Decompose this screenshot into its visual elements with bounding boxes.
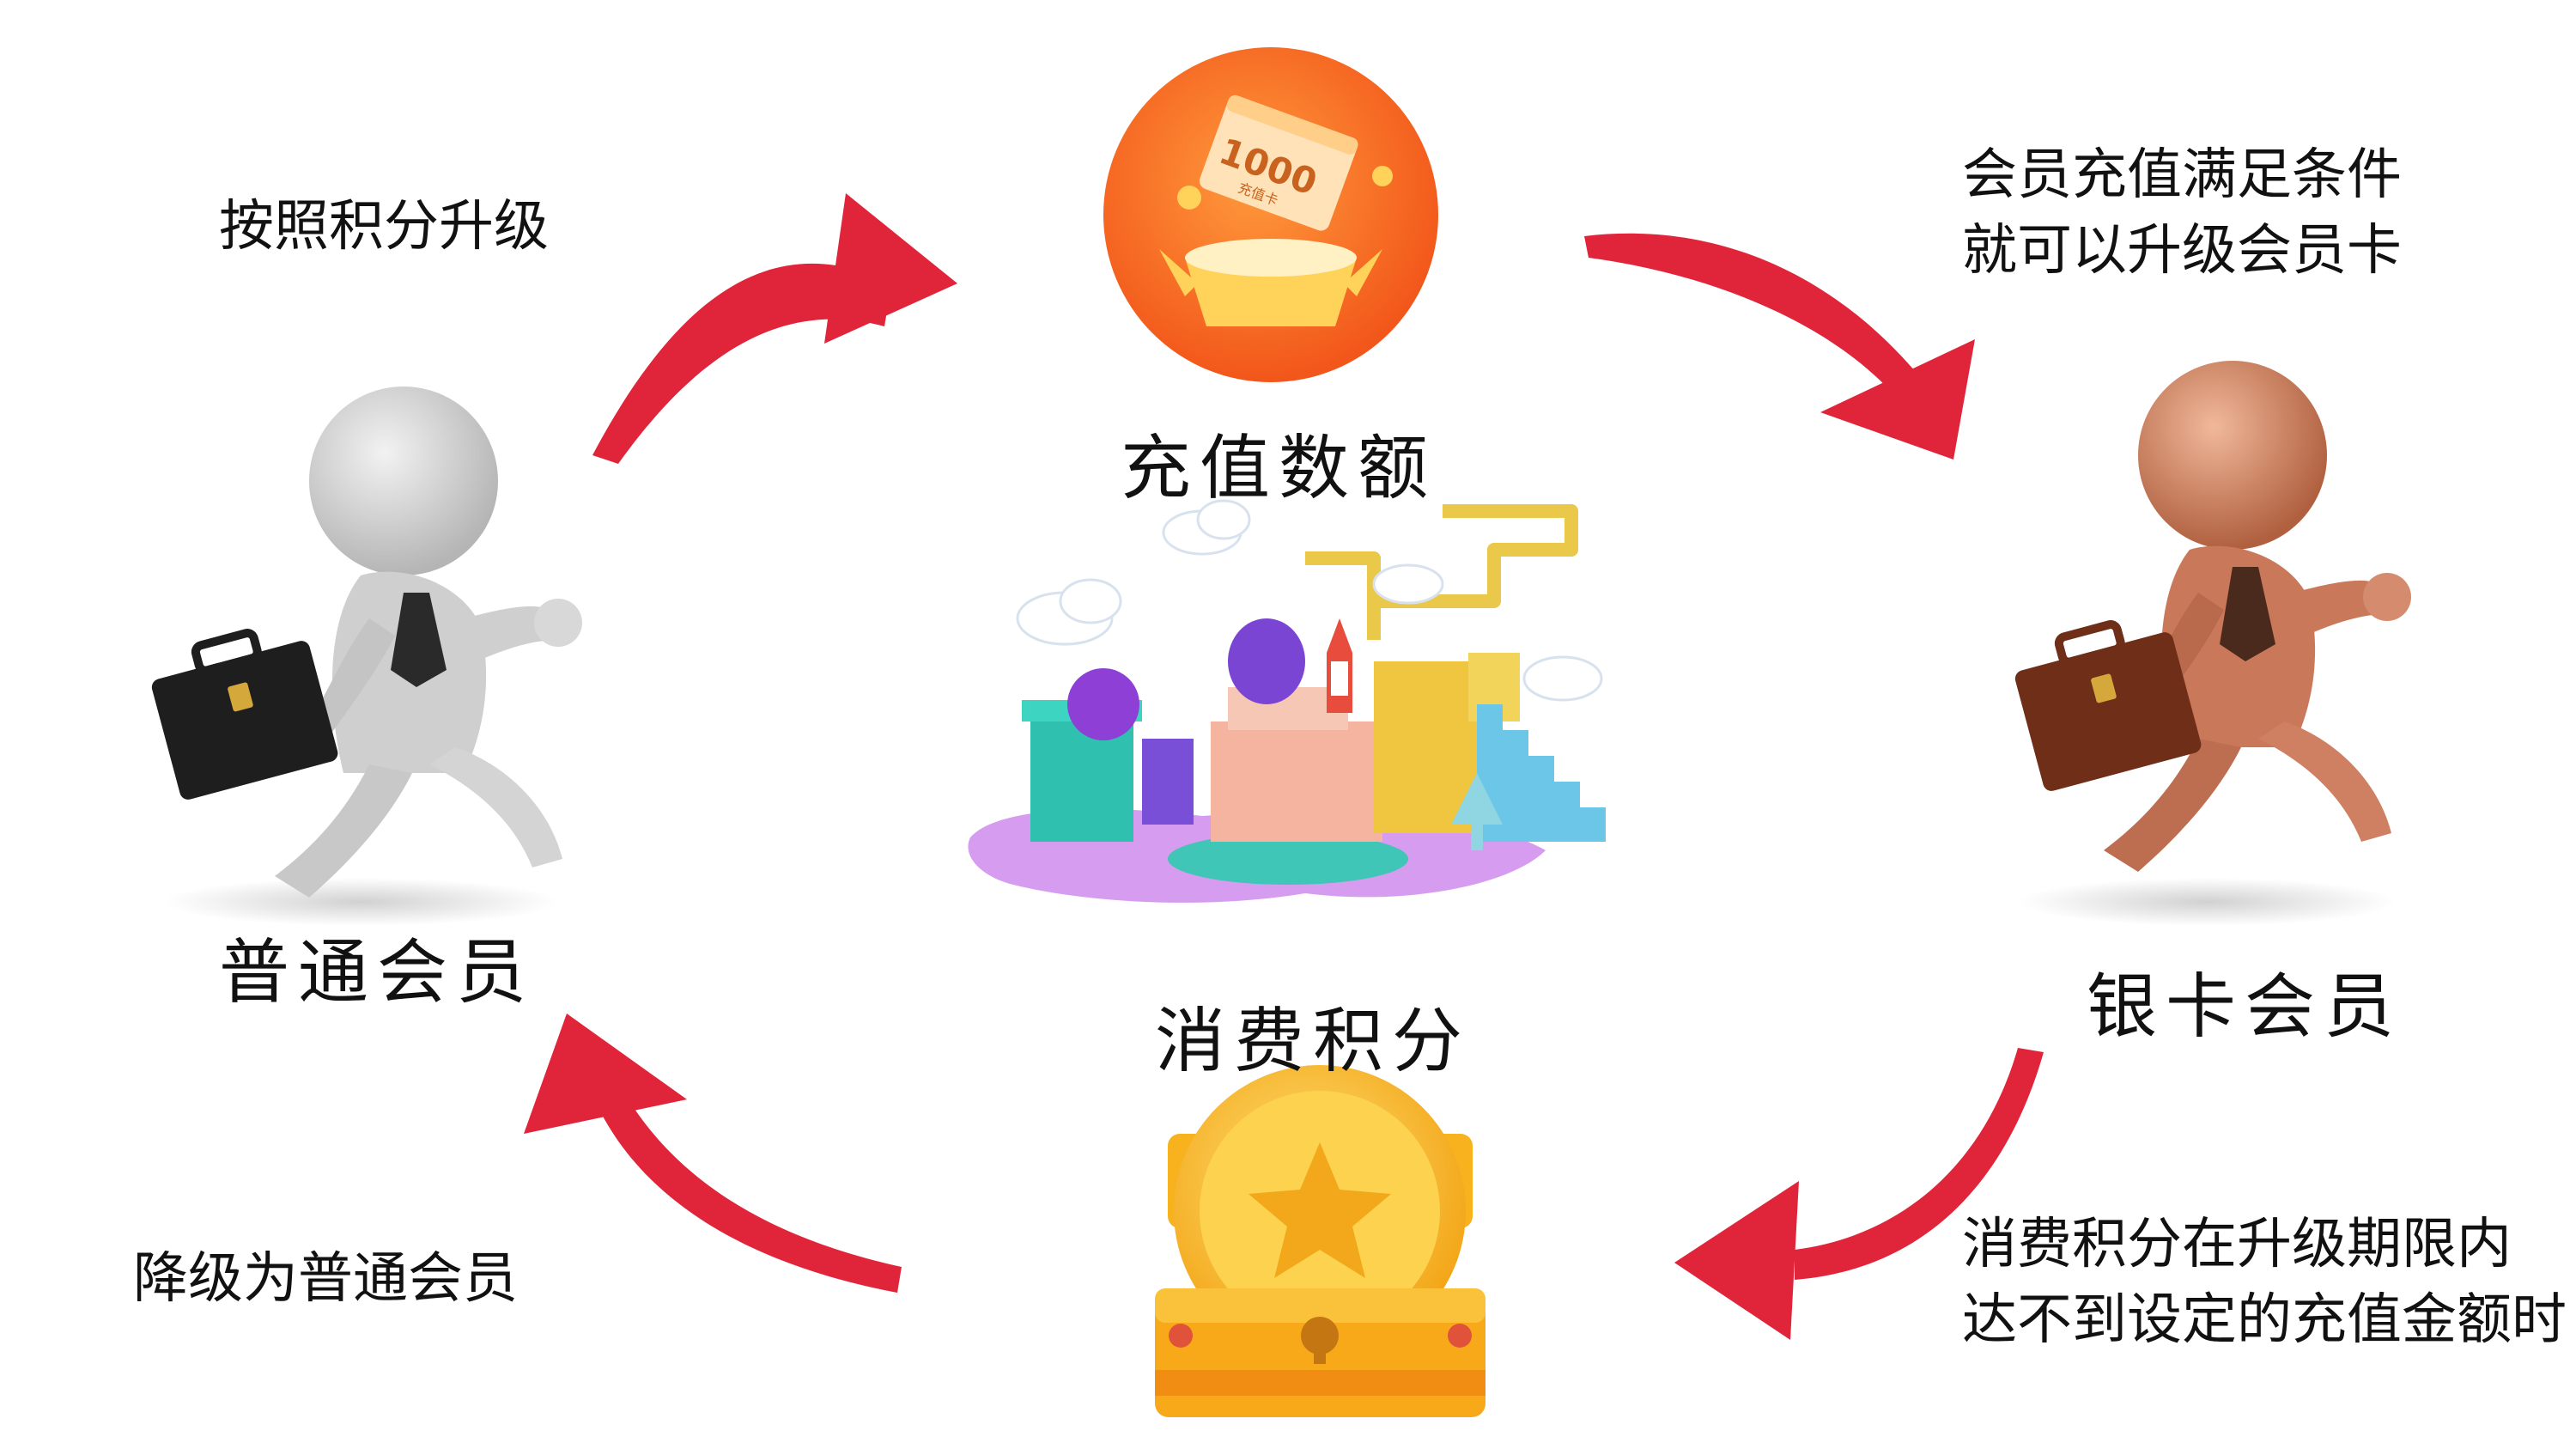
game-world-illustration bbox=[968, 499, 1606, 903]
arrow-points-to-regular bbox=[524, 1014, 902, 1293]
points-label: 消费积分 bbox=[1155, 1001, 1472, 1082]
recharge-condition-label: 会员充值满足条件 就可以升级会员卡 bbox=[1962, 137, 2402, 289]
silver-member-figure-icon bbox=[2014, 361, 2411, 926]
recharge-label: 充值数额 bbox=[1121, 428, 1437, 509]
regular-member-figure-icon bbox=[151, 387, 582, 926]
arrow-regular-to-recharge bbox=[592, 193, 957, 464]
recharge-condition-line1: 会员充值满足条件 bbox=[1962, 143, 2402, 207]
recharge-coin-icon: 1000 充值卡 bbox=[1103, 47, 1438, 382]
recharge-condition-line2: 就可以升级会员卡 bbox=[1962, 219, 2402, 283]
silver-member-label: 银卡会员 bbox=[2087, 966, 2403, 1048]
downgrade-label: 降级为普通会员 bbox=[133, 1247, 518, 1311]
upgrade-by-points-label: 按照积分升级 bbox=[219, 195, 549, 259]
arrow-recharge-to-silver bbox=[1584, 233, 1975, 460]
arrow-silver-to-points bbox=[1674, 1048, 2044, 1340]
expire-condition-line2: 达不到设定的充值金额时 bbox=[1962, 1288, 2567, 1352]
expire-condition-label: 消费积分在升级期限内 达不到设定的充值金额时 bbox=[1962, 1207, 2567, 1358]
treasure-chest-icon bbox=[1155, 1065, 1485, 1417]
expire-condition-line1: 消费积分在升级期限内 bbox=[1962, 1213, 2512, 1276]
regular-member-label: 普通会员 bbox=[219, 932, 536, 1014]
